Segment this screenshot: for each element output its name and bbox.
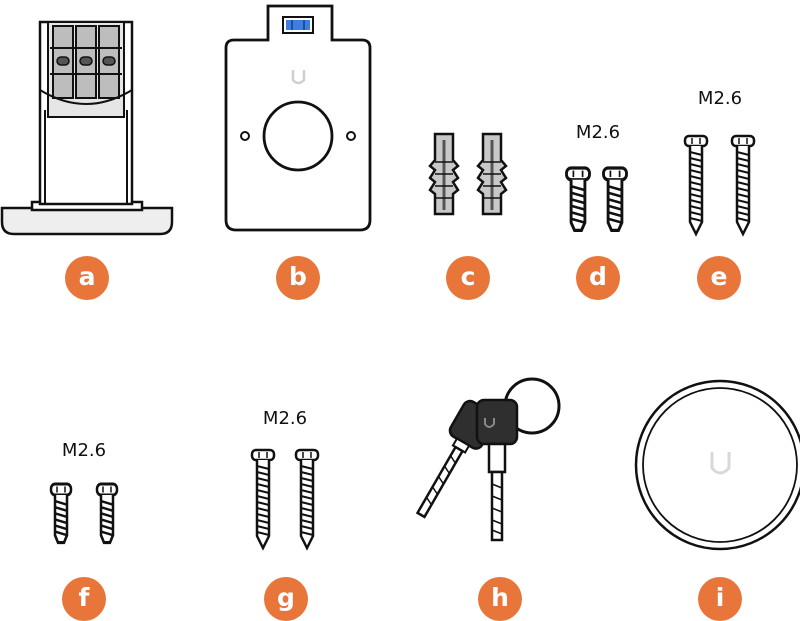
part-label-a: a [65, 256, 109, 300]
size-label-f: M2.6 [61, 440, 107, 461]
part-label-c: c [446, 256, 490, 300]
part-label-g: g [264, 577, 308, 621]
part-label-i: i [698, 577, 742, 621]
part-label-f: f [62, 577, 106, 621]
part-label-e: e [697, 256, 741, 300]
short-screw-icon [49, 482, 119, 545]
short-screw-icon [564, 166, 629, 233]
wall-anchor-icon [428, 132, 508, 216]
mounting-plate-icon [224, 4, 372, 232]
part-label-h: h [478, 577, 522, 621]
key-ring-icon [415, 377, 561, 542]
long-screw-icon [683, 134, 756, 236]
part-label-b: b [276, 256, 320, 300]
round-cover-icon [634, 379, 800, 551]
size-label-e: M2.6 [697, 88, 743, 109]
size-label-g: M2.6 [262, 408, 308, 429]
long-screw-icon [250, 448, 320, 550]
stand-icon [0, 20, 174, 236]
part-label-d: d [576, 256, 620, 300]
size-label-d: M2.6 [575, 122, 621, 143]
